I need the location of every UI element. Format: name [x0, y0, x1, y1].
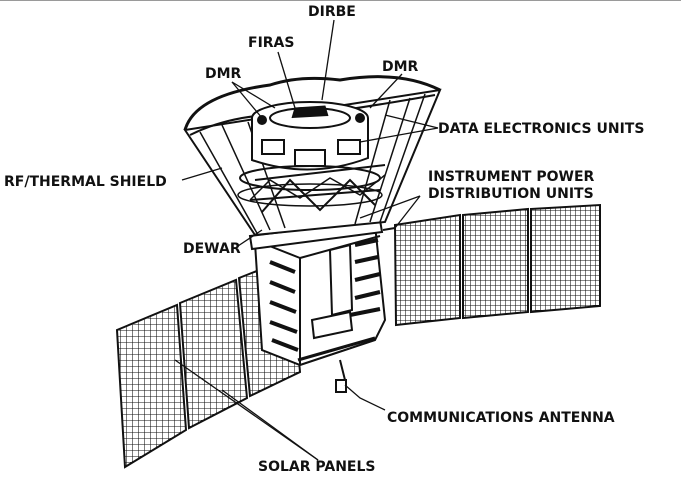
- label-solar-panels: SOLAR PANELS: [258, 459, 376, 475]
- label-dmr-right: DMR: [382, 59, 419, 75]
- label-dmr-left: DMR: [205, 66, 242, 82]
- top-border: [0, 0, 681, 1]
- leader-lines: [174, 19, 439, 461]
- label-rf-thermal-shield: RF/THERMAL SHIELD: [4, 174, 167, 190]
- spacecraft-body: [248, 218, 387, 393]
- label-firas: FIRAS: [248, 35, 295, 51]
- label-data-electronics-units: DATA ELECTRONICS UNITS: [438, 121, 645, 137]
- label-communications-antenna: COMMUNICATIONS ANTENNA: [387, 410, 615, 426]
- label-instrument-power-2: DISTRIBUTION UNITS: [428, 186, 594, 202]
- right-solar-panels: [382, 203, 601, 327]
- label-instrument-power-1: INSTRUMENT POWER: [428, 169, 595, 185]
- instrument-module: [237, 101, 383, 207]
- label-dewar: DEWAR: [183, 241, 241, 257]
- label-dirbe: DIRBE: [308, 4, 356, 20]
